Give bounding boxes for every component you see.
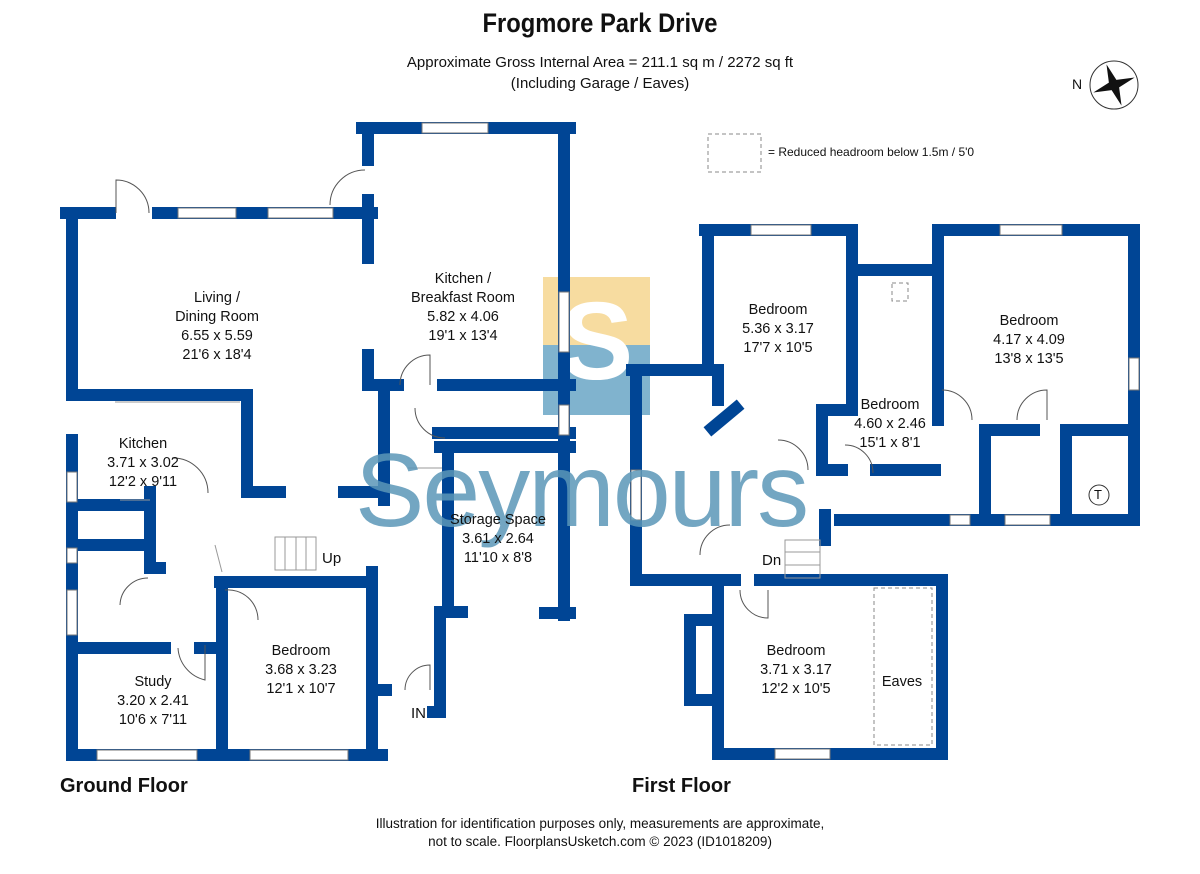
wall [66, 349, 576, 506]
windows [66, 122, 1140, 761]
wall [427, 427, 576, 718]
stairs-up-label: Up [322, 550, 342, 567]
wall [626, 364, 948, 760]
disclaimer-line-2: not to scale. FloorplansUsketch.com © 20… [428, 834, 772, 849]
ground-floor-label: Ground Floor [60, 775, 188, 797]
eaves-area [873, 587, 933, 746]
compass-label: N [1072, 76, 1083, 92]
compass-icon [1089, 60, 1139, 110]
wall [60, 122, 576, 621]
room-eaves: Eaves [881, 674, 923, 690]
entrance-label: IN [411, 705, 426, 722]
headroom-legend-box [707, 133, 762, 173]
stairs-first [784, 539, 821, 579]
stairs-down-label: Dn [762, 552, 782, 569]
wall [66, 434, 392, 761]
headroom-legend: = Reduced headroom below 1.5m / 5'0 [768, 145, 975, 159]
stairs-ground [274, 536, 317, 571]
page-title: Frogmore Park Drive [482, 8, 718, 38]
area-note: (Including Garage / Eaves) [510, 75, 690, 92]
water-tank-icon [1088, 484, 1110, 506]
first-floor-label: First Floor [632, 775, 731, 797]
water-tank-label: T [1094, 487, 1102, 502]
area-text: Approximate Gross Internal Area = 211.1 … [406, 54, 794, 71]
disclaimer-line-1: Illustration for identification purposes… [375, 816, 825, 831]
watermark-text: Seymours [355, 433, 809, 549]
